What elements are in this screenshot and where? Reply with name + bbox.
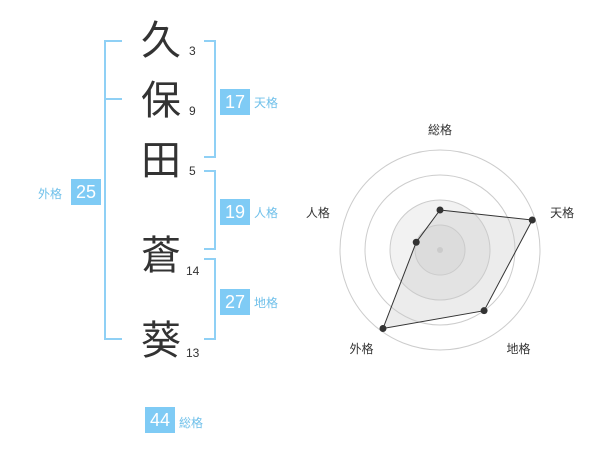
tenkaku-label: 天格 <box>254 96 279 110</box>
chikaku-value-badge: 27 <box>220 289 250 315</box>
radar-ring-4 <box>339 149 541 351</box>
tenkaku-value-badge: 17 <box>220 89 250 115</box>
gaikaku-value-badge: 25 <box>71 179 101 205</box>
radar-ring-3 <box>364 174 516 326</box>
gaikaku-label: 外格 <box>38 187 63 201</box>
gaikaku-bracket <box>104 40 122 340</box>
fortune-radar-chart <box>339 149 541 351</box>
name-char-3: 田 <box>141 138 181 184</box>
name-char-5: 葵 <box>141 318 181 364</box>
radar-point-3 <box>480 307 488 315</box>
radar-point-1 <box>436 206 444 214</box>
chikaku-label: 地格 <box>254 296 279 310</box>
radar-point-5 <box>412 238 420 246</box>
stroke-count-2: 9 <box>189 104 196 118</box>
radar-point-2 <box>528 216 536 224</box>
radar-axis-label-2: 天格 <box>550 205 575 220</box>
tenkaku-bracket <box>204 40 216 158</box>
gaikaku-bracket-tick <box>104 98 122 100</box>
jinkaku-label: 人格 <box>254 206 279 220</box>
radar-series-polygon <box>382 209 534 330</box>
jinkaku-value-badge: 19 <box>220 199 250 225</box>
chikaku-bracket <box>204 258 216 340</box>
soukaku-label: 総格 <box>179 416 204 430</box>
name-char-4: 蒼 <box>141 233 181 279</box>
soukaku-value-badge: 44 <box>145 407 175 433</box>
radar-axis-label-4: 外格 <box>349 342 374 357</box>
radar-center <box>437 247 443 253</box>
stroke-count-3: 5 <box>189 164 196 178</box>
stroke-count-1: 3 <box>189 44 196 58</box>
radar-axis-label-1: 総格 <box>428 123 453 137</box>
stroke-count-5: 13 <box>186 346 200 360</box>
name-char-1: 久 <box>141 18 181 64</box>
radar-axis-label-3: 地格 <box>506 342 531 357</box>
radar-point-4 <box>379 324 387 332</box>
stroke-count-4: 14 <box>186 264 200 278</box>
radar-axis-label-5: 人格 <box>305 205 330 220</box>
jinkaku-bracket <box>204 170 216 250</box>
name-char-2: 保 <box>141 78 181 124</box>
